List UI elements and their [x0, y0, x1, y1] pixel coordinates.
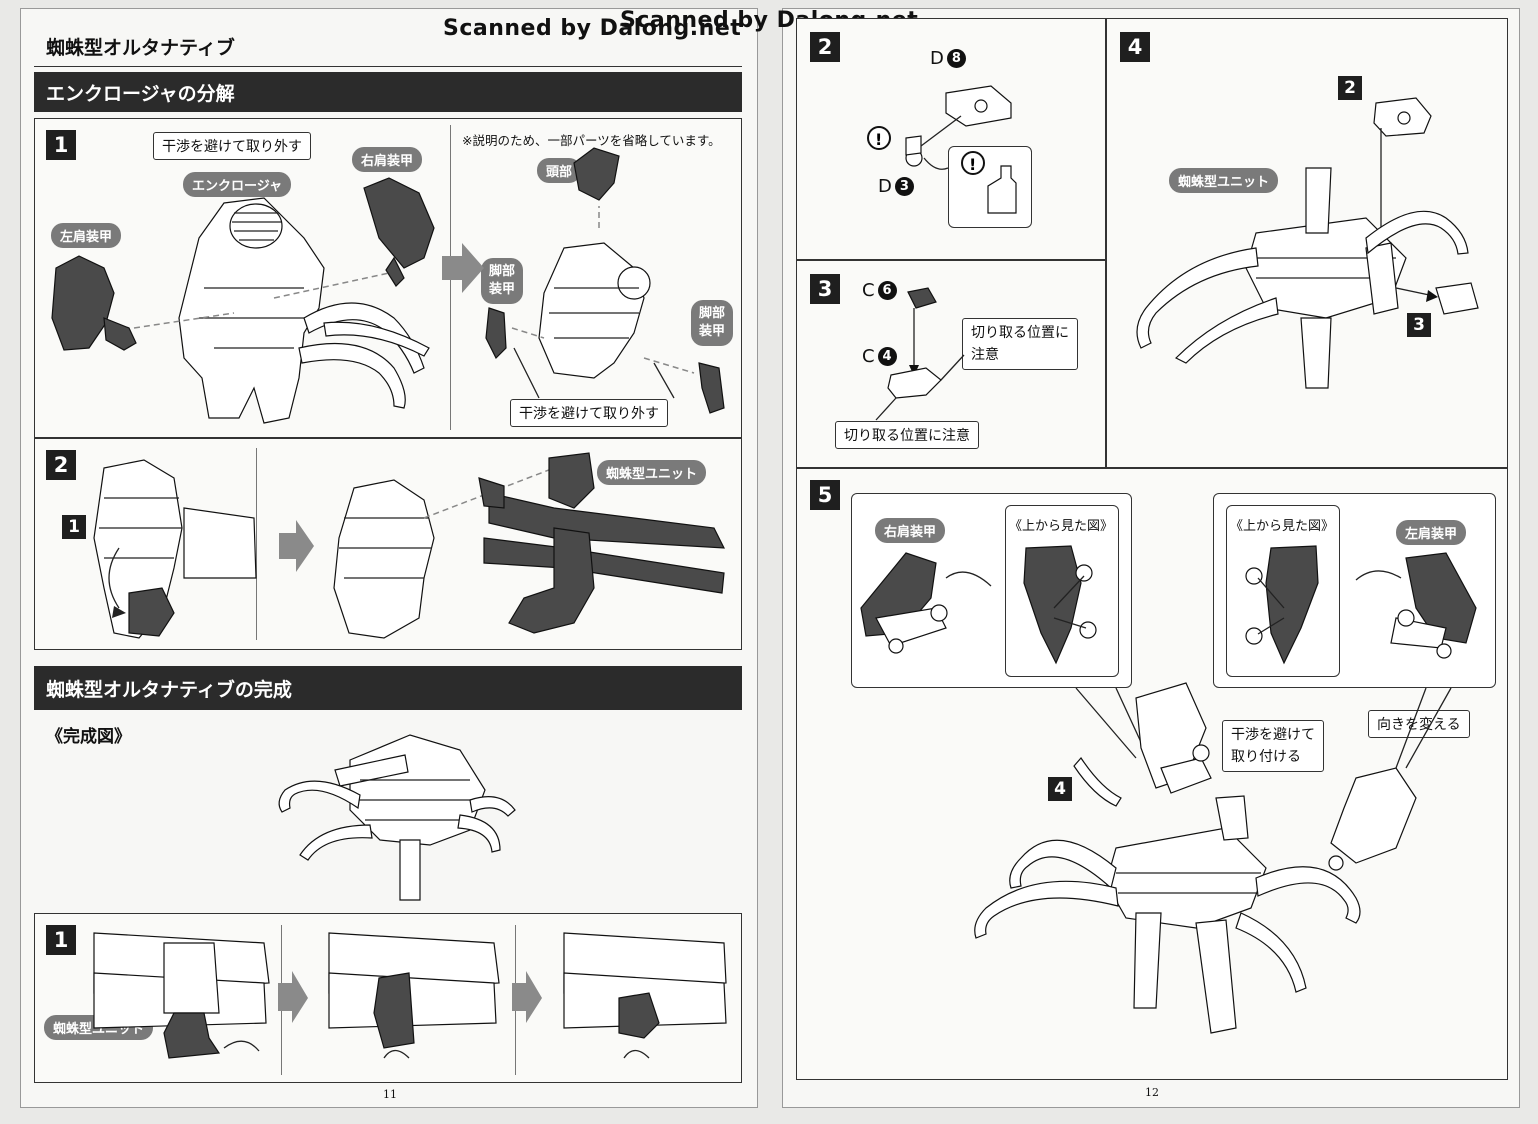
illustration-detach-spider: [93, 452, 726, 639]
step-number: 1: [46, 130, 76, 160]
ref-number: 3: [1407, 313, 1431, 337]
illustration-attach-leg: [93, 932, 727, 1059]
note-text: ※説明のため、一部パーツを省略しています。: [462, 133, 721, 148]
section-header: エンクロージャの分解: [34, 72, 742, 112]
step-number: 1: [46, 925, 76, 955]
part-label: 右肩装甲: [352, 147, 423, 172]
illustration-completed: [278, 734, 516, 901]
callout: 切り取る位置に注意: [962, 318, 1078, 370]
part-label: 脚部装甲: [481, 258, 523, 304]
watermark: Scanned by Dalong.net: [443, 16, 742, 41]
part-label: 左肩装甲: [1396, 520, 1467, 545]
step-number: 5: [810, 480, 840, 510]
step-number: 3: [810, 274, 840, 304]
part-label: 右肩装甲: [875, 518, 946, 543]
callout: 干渉を避けて取り外す: [153, 132, 311, 160]
ref-number: 4: [1048, 777, 1072, 801]
page-number: 12: [1145, 1086, 1159, 1099]
svg-text:!: !: [875, 130, 882, 149]
completed-caption: 《完成図》: [46, 727, 131, 747]
illustration-part-d8: ! !: [867, 85, 1017, 214]
callout: 向きを変える: [1368, 710, 1470, 738]
view-caption: 《上から見た図》: [1009, 519, 1114, 534]
callout: 干渉を避けて取り外す: [510, 399, 668, 427]
illustration-shoulder-attach: [860, 545, 1477, 1034]
illustration-disassembly: [51, 147, 725, 424]
sub-step-number: 1: [62, 515, 86, 539]
callout: 干渉を避けて取り付ける: [1222, 720, 1324, 772]
svg-text:!: !: [969, 155, 976, 174]
page-number: 11: [383, 1088, 397, 1101]
part-label: エンクロージャ: [183, 172, 292, 197]
part-label: 脚部装甲: [691, 300, 733, 346]
section-header: 蜘蛛型オルタナティブの完成: [34, 666, 742, 710]
ref-number: 2: [1338, 76, 1362, 100]
part-label: 蜘蛛型ユニット: [597, 460, 707, 485]
illustration-spider-unit: [1136, 97, 1479, 389]
part-label: 頭部: [537, 158, 582, 183]
part-label: 蜘蛛型ユニット: [1169, 168, 1279, 193]
callout: 切り取る位置に注意: [835, 421, 979, 449]
detail-box: [1226, 505, 1340, 677]
part-label: 左肩装甲: [51, 223, 122, 248]
view-caption: 《上から見た図》: [1230, 519, 1335, 534]
page-title: 蜘蛛型オルタナティブ: [46, 37, 235, 59]
step-number: 4: [1120, 32, 1150, 62]
step-number: 2: [46, 450, 76, 480]
step-number: 2: [810, 32, 840, 62]
illustration-part-c: [875, 287, 965, 421]
